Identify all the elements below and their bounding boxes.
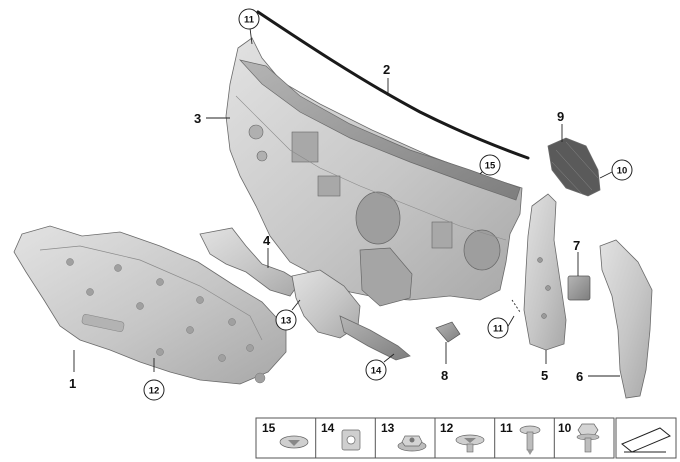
view-arrow-icon bbox=[621, 427, 671, 453]
svg-text:14: 14 bbox=[321, 421, 335, 435]
push-pin-icon bbox=[519, 425, 541, 455]
legend-cell-11: 11 bbox=[500, 421, 541, 455]
svg-text:13: 13 bbox=[281, 316, 292, 327]
callout-11-side: 11 bbox=[487, 315, 515, 339]
callout-4: 4 bbox=[263, 233, 271, 268]
svg-text:12: 12 bbox=[440, 421, 454, 435]
svg-text:9: 9 bbox=[557, 109, 564, 124]
svg-text:12: 12 bbox=[149, 386, 160, 397]
svg-text:13: 13 bbox=[381, 421, 395, 435]
callout-1: 1 bbox=[69, 350, 76, 391]
callout-2: 2 bbox=[383, 62, 390, 96]
svg-text:1: 1 bbox=[69, 376, 76, 391]
flange-nut-icon bbox=[397, 435, 427, 452]
svg-text:10: 10 bbox=[558, 421, 572, 435]
callout-15: 15 bbox=[479, 154, 501, 176]
callout-7: 7 bbox=[573, 238, 580, 276]
callout-5: 5 bbox=[541, 350, 548, 383]
fastener-legend: 15 14 13 12 bbox=[255, 417, 615, 459]
svg-text:15: 15 bbox=[262, 421, 276, 435]
svg-text:7: 7 bbox=[573, 238, 580, 253]
part-2-seal-strip bbox=[256, 10, 530, 160]
callout-14: 14 bbox=[365, 353, 395, 381]
callout-6: 6 bbox=[576, 369, 620, 384]
callout-12: 12 bbox=[143, 358, 165, 401]
callout-3: 3 bbox=[194, 111, 230, 126]
callout-13: 13 bbox=[275, 299, 301, 331]
callout-8: 8 bbox=[441, 342, 448, 383]
part-7-block bbox=[567, 275, 591, 301]
svg-text:8: 8 bbox=[441, 368, 448, 383]
legend-cell-14: 14 bbox=[321, 421, 361, 451]
svg-text:3: 3 bbox=[194, 111, 201, 126]
part-5-side-panel bbox=[523, 193, 567, 351]
legend-cell-13: 13 bbox=[381, 421, 427, 452]
push-rivet-icon bbox=[279, 435, 309, 449]
expanding-rivet-icon bbox=[455, 434, 485, 453]
callout-9: 9 bbox=[557, 109, 564, 142]
svg-text:5: 5 bbox=[541, 368, 548, 383]
part-11-pin-leader bbox=[511, 299, 521, 313]
part-9-mesh-pad bbox=[547, 137, 601, 197]
legend-cell-15: 15 bbox=[262, 421, 309, 449]
part-14-insulation-strip bbox=[339, 315, 411, 361]
svg-text:11: 11 bbox=[493, 324, 504, 335]
part-8-clip bbox=[435, 321, 461, 343]
legend-cell-10: 10 bbox=[558, 421, 600, 453]
callout-11-top: 11 bbox=[238, 8, 260, 45]
svg-text:6: 6 bbox=[576, 369, 583, 384]
svg-text:11: 11 bbox=[500, 421, 513, 435]
svg-text:2: 2 bbox=[383, 62, 390, 77]
svg-text:11: 11 bbox=[244, 15, 255, 26]
part-1-heat-shield bbox=[13, 225, 287, 385]
callout-10: 10 bbox=[599, 159, 633, 181]
svg-text:10: 10 bbox=[617, 166, 628, 177]
part-3-bulkhead-insulation bbox=[225, 37, 523, 307]
part-6-pillar-trim bbox=[599, 239, 653, 399]
svg-text:4: 4 bbox=[263, 233, 271, 248]
svg-text:15: 15 bbox=[485, 161, 496, 172]
hex-bolt-icon bbox=[576, 423, 600, 453]
view-direction-box bbox=[615, 417, 677, 459]
legend-cell-12: 12 bbox=[440, 421, 485, 453]
clip-nut-icon bbox=[341, 429, 361, 451]
svg-text:14: 14 bbox=[371, 366, 382, 377]
